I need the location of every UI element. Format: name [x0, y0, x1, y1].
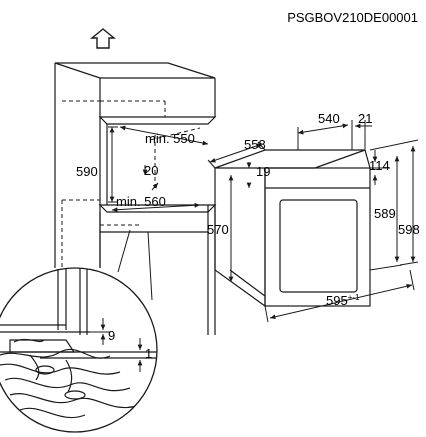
- dim-595-value: 595: [326, 293, 348, 308]
- dim-min550-label: min. 550: [145, 131, 195, 146]
- dim-590-label: 590: [76, 164, 98, 179]
- dim-20-label: 20: [144, 163, 158, 178]
- dim-1-label: 1: [145, 346, 152, 361]
- dim-21-label: 21: [358, 111, 372, 126]
- up-arrow-icon: [90, 28, 116, 49]
- detail-circle: 9 1: [0, 267, 158, 433]
- oven-dimensions: [207, 120, 419, 323]
- detail-callout: [117, 229, 153, 301]
- dim-540-label: 540: [318, 111, 340, 126]
- dim-570-label: 570: [207, 222, 229, 237]
- dim-9-label: 9: [108, 328, 115, 343]
- cabinet-hidden-lines: [61, 100, 201, 268]
- dim-114-label: 114: [369, 158, 390, 173]
- dim-595-label: 595+-1: [326, 293, 360, 308]
- cabinet-dimensions: [108, 125, 209, 213]
- document-code: PSGBOV210DE00001: [287, 10, 418, 25]
- dim-558-label: 558: [244, 137, 266, 152]
- oven: [214, 149, 371, 307]
- dim-589-label: 589: [374, 206, 396, 221]
- cabinet-dimension-labels: min. 550 590 20 min. 560: [76, 131, 195, 209]
- dim-595-tolerance: +-1: [348, 293, 360, 302]
- dim-min560-label: min. 560: [116, 194, 166, 209]
- oven-dimension-labels: 558 540 21 19 114 570 589 598 595+-1: [207, 111, 420, 308]
- dim-598-label: 598: [398, 222, 420, 237]
- dim-19-label: 19: [256, 164, 270, 179]
